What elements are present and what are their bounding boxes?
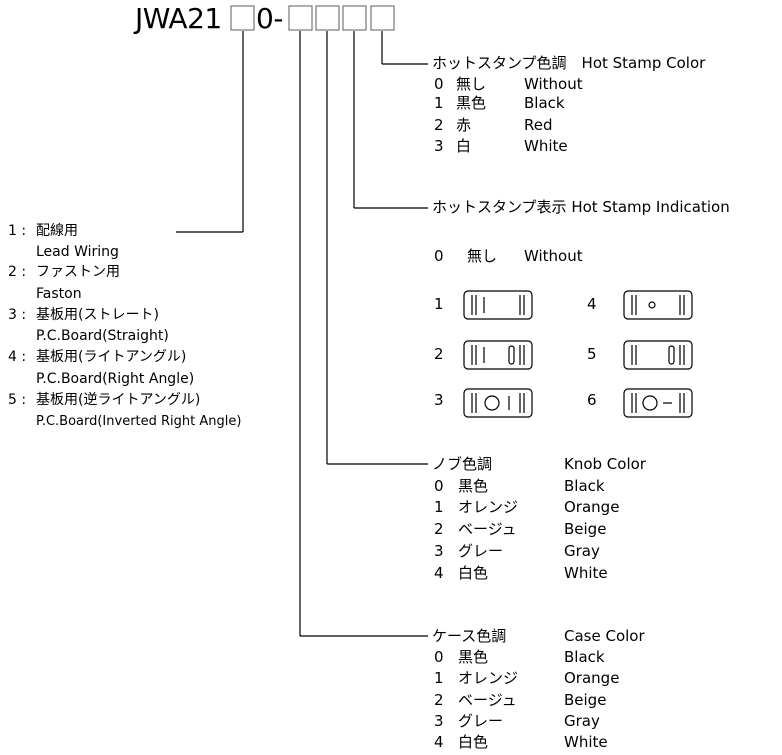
case-jp: 白色 bbox=[458, 733, 489, 751]
terminal-code-box bbox=[230, 5, 255, 31]
hsc-code: 0 bbox=[434, 75, 444, 93]
case-en: Gray bbox=[564, 712, 600, 730]
case-jp: 黒色 bbox=[458, 648, 489, 666]
hsc-en: White bbox=[524, 137, 568, 155]
case-jp: オレンジ bbox=[458, 669, 519, 687]
knob-code: 4 bbox=[434, 564, 444, 582]
knob-color-title-en: Knob Color bbox=[564, 455, 646, 473]
case-color-code-box bbox=[288, 5, 313, 31]
indication-code: 6 bbox=[587, 391, 597, 409]
indication-code: 4 bbox=[587, 295, 597, 313]
knob-jp: 白色 bbox=[458, 564, 489, 582]
case-code: 2 bbox=[434, 691, 444, 709]
indication-glyphs-right bbox=[623, 290, 693, 418]
knob-code: 1 bbox=[434, 498, 444, 516]
terminal-jp: 配線用 bbox=[36, 223, 78, 239]
case-code: 4 bbox=[434, 733, 444, 751]
indication-without-code: 0 bbox=[434, 247, 444, 265]
hsc-en: Red bbox=[524, 116, 553, 134]
indication-without-jp: 無し bbox=[467, 247, 498, 265]
indication-code: 5 bbox=[587, 345, 597, 363]
terminal-en: P.C.Board(Right Angle) bbox=[36, 371, 195, 387]
case-code: 3 bbox=[434, 712, 444, 730]
case-en: Black bbox=[564, 648, 605, 666]
knob-en: Gray bbox=[564, 542, 600, 560]
case-code: 1 bbox=[434, 669, 444, 687]
terminal-jp: ファストン用 bbox=[36, 264, 120, 280]
hsc-code: 2 bbox=[434, 116, 444, 134]
terminal-en: Lead Wiring bbox=[36, 244, 119, 260]
stamp-color-code-box bbox=[370, 5, 395, 31]
knob-jp: 黒色 bbox=[458, 477, 489, 495]
case-code: 0 bbox=[434, 648, 444, 666]
hsc-code: 3 bbox=[434, 137, 444, 155]
indication-code-box bbox=[342, 5, 367, 31]
terminal-code: 1 : bbox=[8, 223, 27, 239]
terminal-en: Faston bbox=[36, 286, 82, 302]
knob-color-code-box bbox=[315, 5, 340, 31]
knob-code: 3 bbox=[434, 542, 444, 560]
knob-en: Black bbox=[564, 477, 605, 495]
knob-color-title-jp: ノブ色調 bbox=[432, 455, 493, 473]
knob-jp: グレー bbox=[458, 542, 504, 560]
indication-code: 3 bbox=[434, 391, 444, 409]
terminal-jp: 基板用(逆ライトアングル) bbox=[36, 392, 201, 408]
hsc-jp: 白 bbox=[456, 137, 472, 155]
knob-code: 0 bbox=[434, 477, 444, 495]
stamp-3-icon bbox=[463, 388, 533, 418]
model-prefix: JWA21 bbox=[135, 2, 222, 35]
stamp-6-icon bbox=[623, 388, 693, 418]
case-color-title-jp: ケース色調 bbox=[432, 627, 507, 645]
case-jp: ベージュ bbox=[458, 691, 517, 709]
terminal-code: 4 : bbox=[8, 349, 27, 365]
stamp-2-icon bbox=[463, 340, 533, 370]
terminal-jp: 基板用(ライトアングル) bbox=[36, 349, 187, 365]
hsc-jp: 赤 bbox=[456, 116, 472, 134]
indication-code: 1 bbox=[434, 295, 444, 313]
knob-en: Beige bbox=[564, 520, 607, 538]
hsc-jp: 無し bbox=[456, 75, 487, 93]
hot-stamp-indication-title: ホットスタンプ表示 Hot Stamp Indication bbox=[432, 198, 730, 216]
hot-stamp-color-title: ホットスタンプ色調 Hot Stamp Color bbox=[432, 54, 706, 72]
terminal-en: P.C.Board(Straight) bbox=[36, 328, 169, 344]
hsc-jp: 黒色 bbox=[456, 94, 487, 112]
model-middle: 0- bbox=[256, 2, 283, 35]
terminal-code: 5 : bbox=[8, 392, 27, 408]
terminal-en: P.C.Board(Inverted Right Angle) bbox=[36, 414, 242, 429]
case-en: Beige bbox=[564, 691, 607, 709]
stamp-5-icon bbox=[623, 340, 693, 370]
indication-glyphs-left bbox=[463, 290, 533, 418]
case-en: Orange bbox=[564, 669, 620, 687]
indication-without-en: Without bbox=[524, 247, 583, 265]
knob-en: White bbox=[564, 564, 608, 582]
hsc-code: 1 bbox=[434, 94, 444, 112]
knob-en: Orange bbox=[564, 498, 620, 516]
knob-jp: ベージュ bbox=[458, 520, 517, 538]
case-en: White bbox=[564, 733, 608, 751]
terminal-code: 2 : bbox=[8, 264, 27, 280]
terminal-jp: 基板用(ストレート) bbox=[36, 307, 159, 323]
stamp-4-icon bbox=[623, 290, 693, 320]
case-jp: グレー bbox=[458, 712, 504, 730]
knob-jp: オレンジ bbox=[458, 498, 519, 516]
knob-code: 2 bbox=[434, 520, 444, 538]
hsc-en: Without bbox=[524, 75, 583, 93]
indication-code: 2 bbox=[434, 345, 444, 363]
case-color-title-en: Case Color bbox=[564, 627, 645, 645]
hsc-en: Black bbox=[524, 94, 565, 112]
stamp-1-icon bbox=[463, 290, 533, 320]
terminal-code: 3 : bbox=[8, 307, 27, 323]
